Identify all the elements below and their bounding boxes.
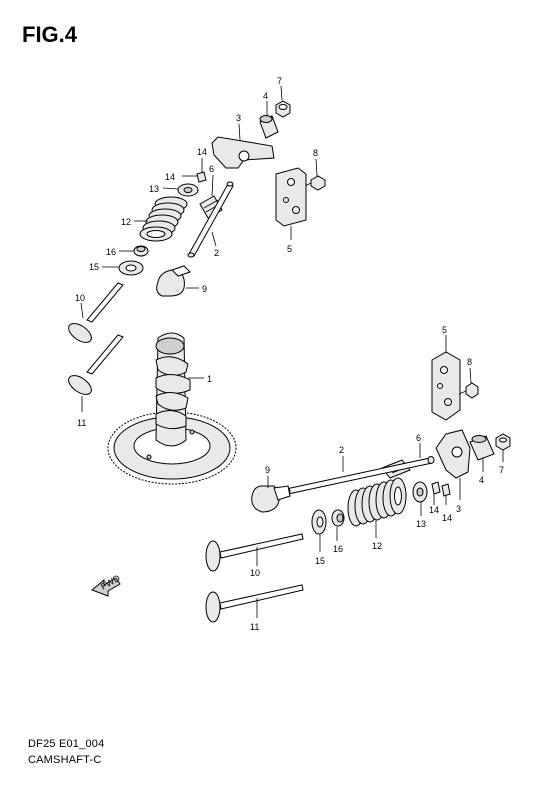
- part-2-pushrod-bottom: [283, 456, 435, 495]
- callout-3-top: 3: [236, 113, 241, 123]
- part-13-retainer-top: [177, 183, 199, 197]
- callout-8-bottom: 8: [467, 357, 472, 367]
- model-code: DF25 E01_004: [28, 738, 105, 750]
- part-5-bracket-top: [275, 167, 307, 227]
- callout-13-top: 13: [149, 184, 159, 194]
- callout-12-bottom: 12: [372, 541, 382, 551]
- part-10-valve-top: [68, 282, 124, 343]
- part-11-valve-bottom: [205, 584, 304, 623]
- callout-16-bottom: 16: [333, 544, 343, 554]
- part-7-nut-top: [275, 100, 291, 118]
- callout-13-bottom: 13: [416, 519, 426, 529]
- part-3-rocker-arm-bottom: [435, 429, 471, 479]
- part-1-camshaft: [107, 332, 237, 485]
- part-13-retainer-bottom: [412, 481, 428, 503]
- callout-5-bottom: 5: [442, 325, 447, 335]
- part-8-bolt-bottom: [458, 382, 479, 399]
- callout-9-top: 9: [202, 284, 207, 294]
- callout-6-top: 6: [209, 164, 214, 174]
- figure-title: FIG.4: [22, 22, 78, 47]
- callout-15-top: 15: [89, 262, 99, 272]
- part-2-pushrod-top: [187, 181, 234, 258]
- callout-10-bottom: 10: [250, 568, 260, 578]
- part-4-adjuster-top: [259, 115, 279, 139]
- part-4-adjuster-bottom: [469, 435, 495, 461]
- callout-1: 1: [207, 374, 212, 384]
- callout-14b-bottom: 14: [442, 513, 452, 523]
- callout-14-top: 14: [197, 147, 207, 157]
- part-14-cotter-top: [196, 171, 207, 183]
- callout-8-top: 8: [313, 148, 318, 158]
- section-name: CAMSHAFT-C: [28, 754, 102, 766]
- part-3-rocker-arm-top: [211, 136, 275, 169]
- callout-2-bottom: 2: [339, 445, 344, 455]
- part-9-tappet-top: [156, 265, 191, 297]
- part-7-nut-bottom: [495, 433, 511, 451]
- callout-11-top: 11: [77, 418, 86, 428]
- part-16-seal-top: [133, 245, 149, 257]
- part-15-seat-top: [118, 260, 144, 276]
- forward-direction-icon: FWD: [91, 573, 122, 597]
- callout-4-bottom: 4: [479, 475, 484, 485]
- callout-16-top: 16: [106, 247, 116, 257]
- part-11-valve-top: [68, 334, 124, 395]
- callout-12-top: 12: [121, 217, 131, 227]
- part-12-spring-top: [139, 196, 188, 242]
- callout-10-top: 10: [75, 293, 85, 303]
- callout-11-bottom: 11: [250, 622, 259, 632]
- part-9-tappet-bottom: [251, 485, 291, 513]
- callout-7-top: 7: [277, 76, 282, 86]
- callout-3-bottom: 3: [456, 504, 461, 514]
- part-5-bracket-bottom: [431, 351, 461, 421]
- callout-7-bottom: 7: [499, 465, 504, 475]
- callout-14a-bottom: 14: [429, 505, 439, 515]
- part-10-valve-bottom: [205, 533, 304, 572]
- part-16-seal-bottom: [331, 509, 345, 527]
- part-15-seat-bottom: [311, 509, 327, 535]
- part-12-spring-bottom: [347, 477, 407, 527]
- callout-6-bottom: 6: [416, 433, 421, 443]
- callout-14b-top: 14: [165, 172, 175, 182]
- callout-2-top: 2: [214, 248, 219, 258]
- callout-5-top: 5: [287, 244, 292, 254]
- callout-9-bottom: 9: [265, 465, 270, 475]
- part-8-bolt-top: [304, 175, 326, 191]
- callout-4-top: 4: [263, 91, 268, 101]
- callout-15-bottom: 15: [315, 556, 325, 566]
- part-14-cotter-bottom: [431, 481, 451, 497]
